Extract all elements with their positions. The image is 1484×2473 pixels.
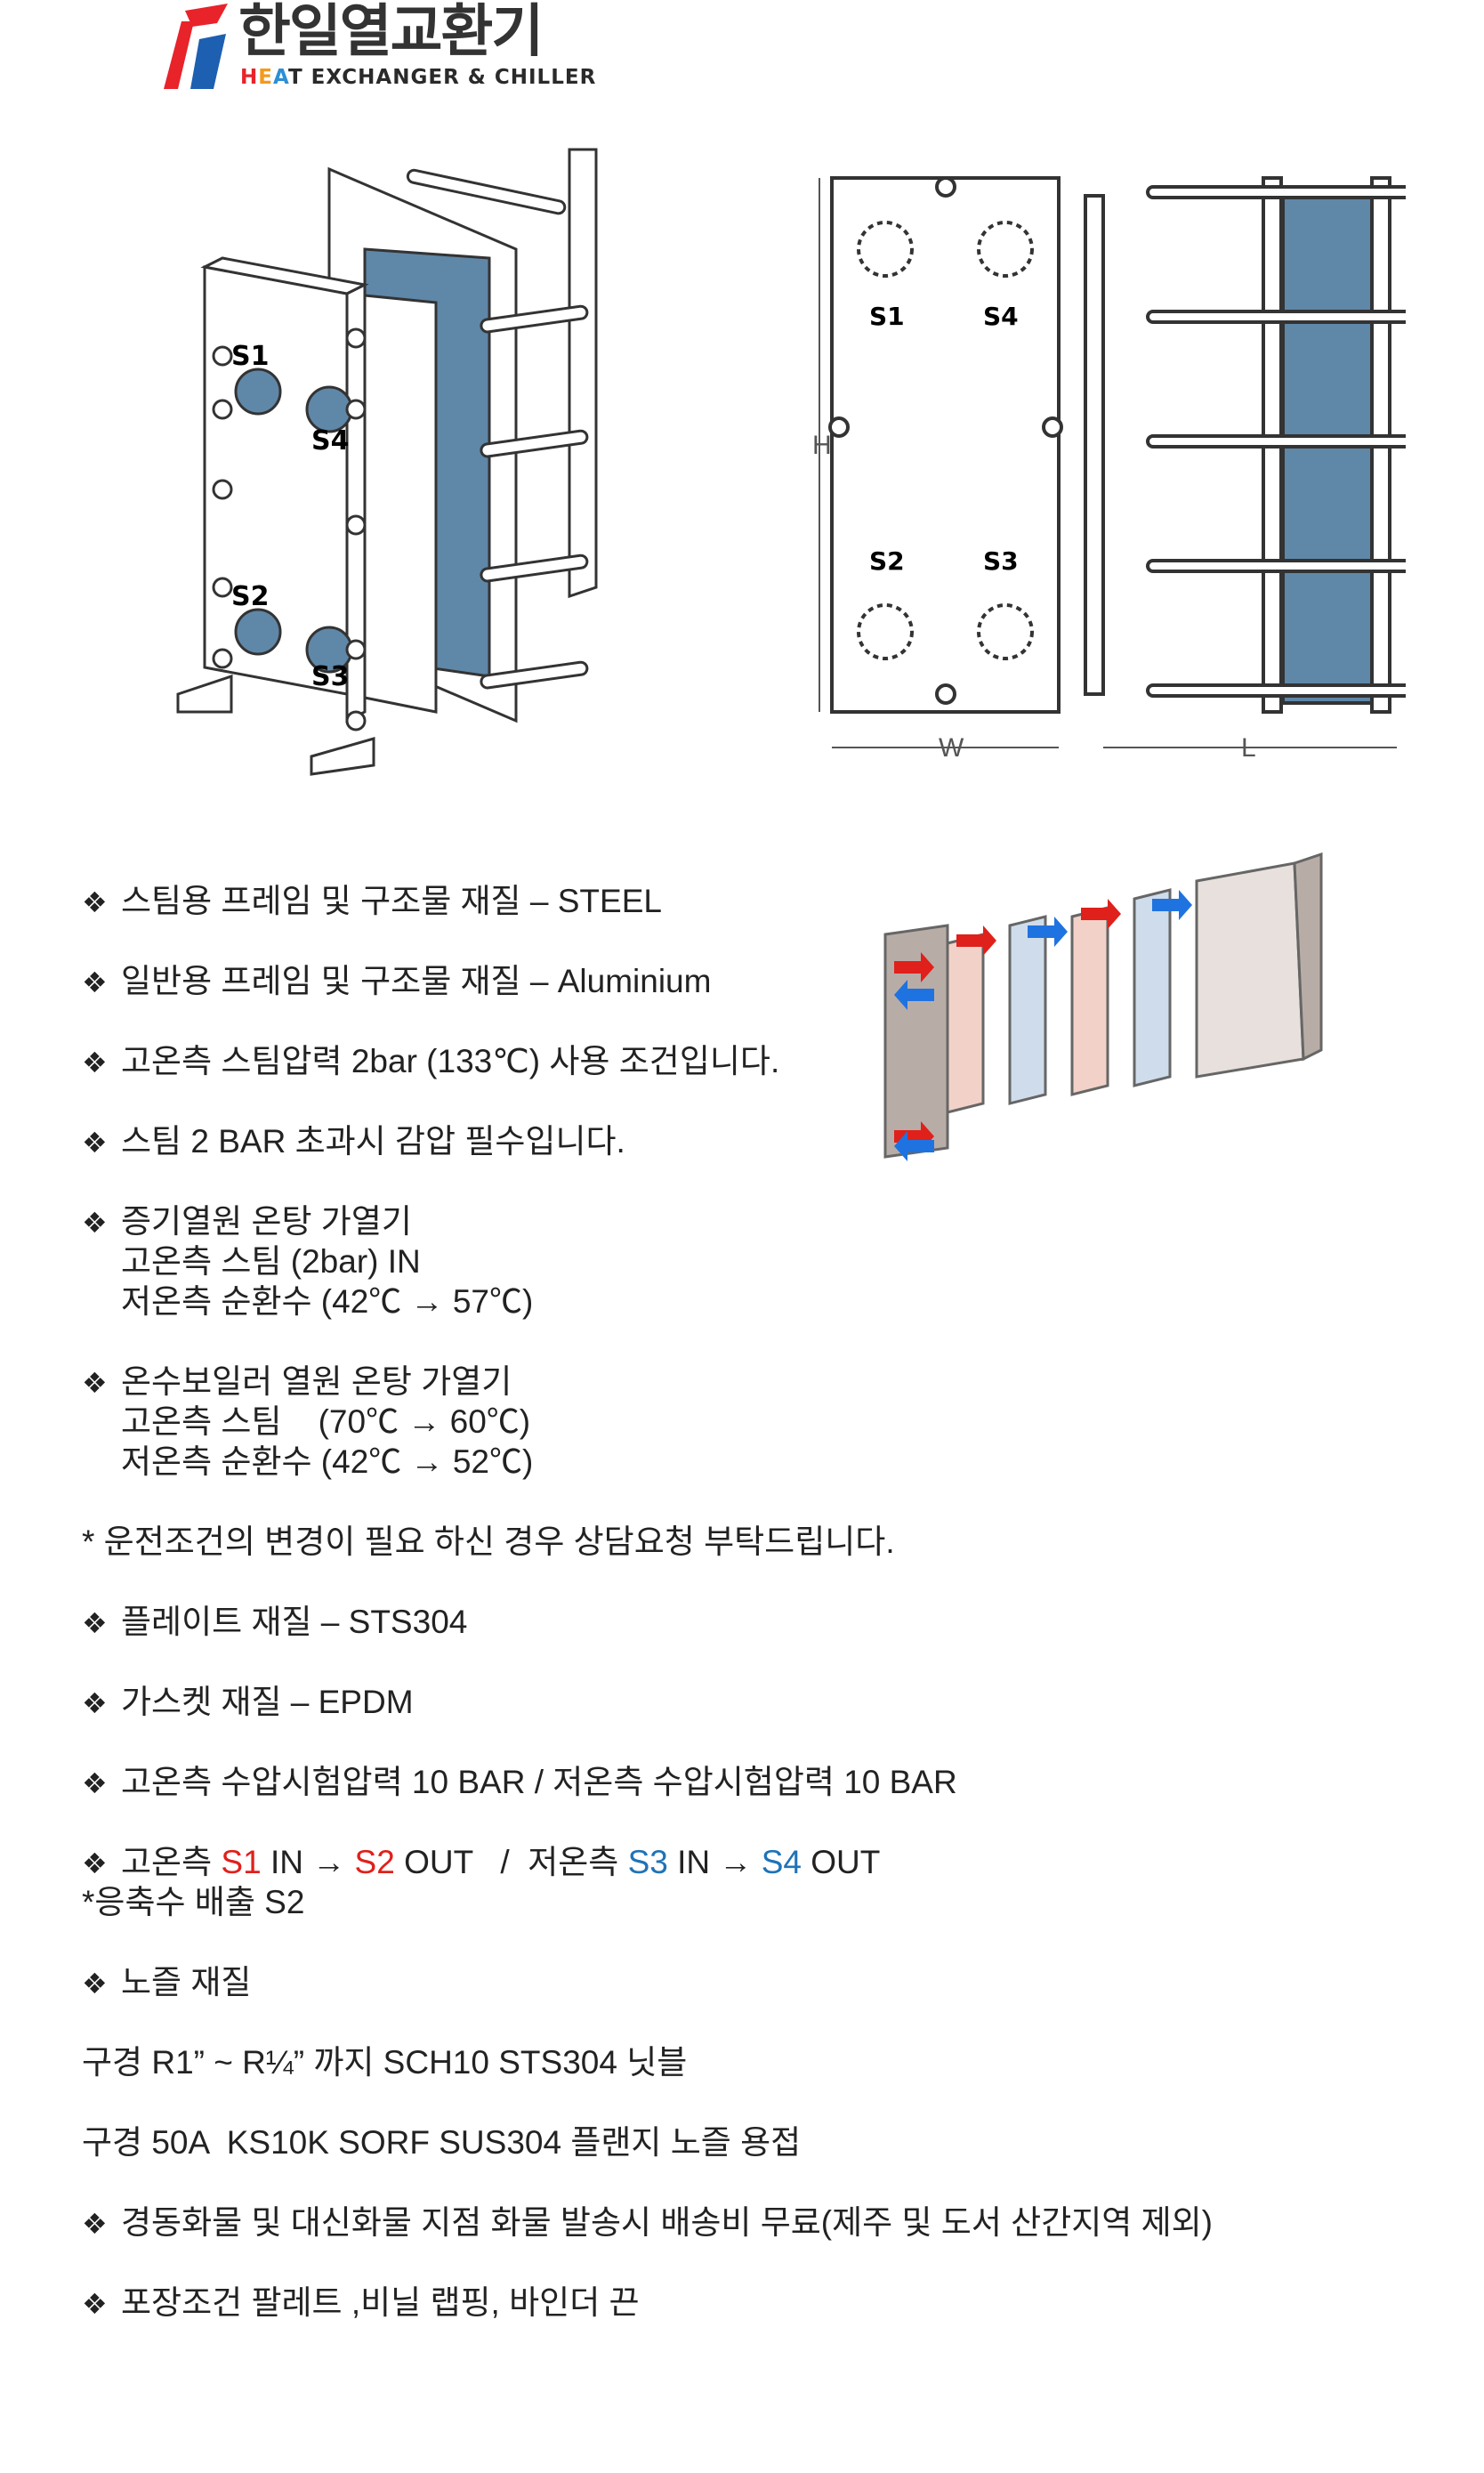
flow-port-s3: S3 xyxy=(627,1844,668,1880)
spec-line-nozzle-large: 구경 50A KS10K SORF SUS304 플랜지 노즐 용접 xyxy=(82,2124,802,2161)
flow-port-s4: S4 xyxy=(761,1844,802,1880)
spec-line-consult-note: * 운전조건의 변경이 필요 하신 경우 상담요청 부탁드립니다. xyxy=(82,1523,895,1560)
spec-line-frame-aluminium: ❖일반용 프레임 및 구조물 재질 – Aluminium xyxy=(82,961,711,1003)
bullet-icon: ❖ xyxy=(82,1366,108,1400)
bullet-icon: ❖ xyxy=(82,1686,108,1720)
bullet-icon: ❖ xyxy=(82,1046,108,1079)
bullet-icon: ❖ xyxy=(82,1606,108,1640)
bullet-icon: ❖ xyxy=(82,1206,108,1240)
spec-line-steam-pressure: ❖고온측 스팀압력 2bar (133℃) 사용 조건입니다. xyxy=(82,1041,779,1083)
spec-line-condensate-drain: *응축수 배출 S2 xyxy=(82,1884,305,1920)
isometric-exchanger-illustration: S1 S4 S2 S3 xyxy=(176,148,598,776)
spec-line-steam-heater-cold: 저온측 순환수 (42℃ → 57℃) xyxy=(121,1283,534,1320)
spec-line-boiler-heater-cold: 저온측 순환수 (42℃ → 52℃) xyxy=(121,1443,534,1480)
spec-line-boiler-heater: ❖온수보일러 열원 온탕 가열기 xyxy=(82,1362,512,1403)
spec-line-frame-steel: ❖스팀용 프레임 및 구조물 재질 – STEEL xyxy=(82,881,662,923)
port-label-s4: S4 xyxy=(311,425,349,457)
spec-line-free-shipping: ❖경동화물 및 대신화물 지점 화물 발송시 배송비 무료(제주 및 도서 산간… xyxy=(82,2202,1213,2244)
spec-line-test-pressure: ❖고온측 수압시험압력 10 BAR / 저온측 수압시험압력 10 BAR xyxy=(82,1762,957,1804)
bullet-icon: ❖ xyxy=(82,1967,108,2000)
company-tagline: HEAT EXCHANGER & CHILLER xyxy=(240,66,597,89)
dimension-w: W xyxy=(939,733,964,763)
spec-line-nozzle-material: ❖노즐 재질 xyxy=(82,1962,251,2004)
bullet-icon: ❖ xyxy=(82,1847,108,1880)
spec-line-pressure-reduction: ❖스팀 2 BAR 초과시 감압 필수입니다. xyxy=(82,1121,625,1163)
spec-line-gasket-material: ❖가스켓 재질 – EPDM xyxy=(82,1682,414,1724)
port-label-s2: S2 xyxy=(231,581,269,612)
bullet-icon: ❖ xyxy=(82,2287,108,2321)
company-logo: 한일열교환기 HEAT EXCHANGER & CHILLER xyxy=(158,0,595,98)
port-label-s1: S1 xyxy=(231,341,269,372)
flow-port-s1: S1 xyxy=(221,1844,262,1880)
bullet-icon: ❖ xyxy=(82,885,108,919)
bullet-icon: ❖ xyxy=(82,1766,108,1800)
exploded-plate-stack-illustration xyxy=(883,852,1323,1161)
dimension-h: H xyxy=(814,431,832,460)
port-label-s3: S3 xyxy=(311,661,349,692)
spec-line-steam-heater: ❖증기열원 온탕 가열기 xyxy=(82,1201,412,1243)
spec-line-boiler-heater-hot: 고온측 스팀 (70℃ → 60℃) xyxy=(121,1403,531,1440)
spec-line-flow-direction: ❖고온측 S1 IN → S2 OUT / 저온측 S3 IN → S4 OUT xyxy=(82,1842,880,1884)
front-label-s1: S1 xyxy=(869,302,905,331)
company-name: 한일열교환기 xyxy=(238,0,544,65)
logo-mark-icon xyxy=(164,4,228,89)
dimension-l: L xyxy=(1241,733,1256,763)
front-view-drawing: S1 S4 S2 S3 H W xyxy=(814,176,1063,763)
bullet-icon: ❖ xyxy=(82,2207,108,2241)
bullet-icon: ❖ xyxy=(82,1126,108,1160)
spec-line-plate-material: ❖플레이트 재질 – STS304 xyxy=(82,1602,467,1644)
spec-line-nozzle-small: 구경 R1” ~ R¼” 까지 SCH10 STS304 닛블 xyxy=(82,2044,688,2081)
front-label-s3: S3 xyxy=(983,546,1019,576)
flow-port-s2: S2 xyxy=(354,1844,395,1880)
bullet-icon: ❖ xyxy=(82,966,108,999)
spec-line-packaging: ❖포장조건 팔레트 ,비닐 랩핑, 바인더 끈 xyxy=(82,2283,640,2324)
front-label-s2: S2 xyxy=(869,546,905,576)
spec-line-steam-heater-hot: 고온측 스팀 (2bar) IN xyxy=(121,1243,421,1280)
side-view-drawing: L xyxy=(1084,176,1406,763)
front-label-s4: S4 xyxy=(983,302,1019,331)
